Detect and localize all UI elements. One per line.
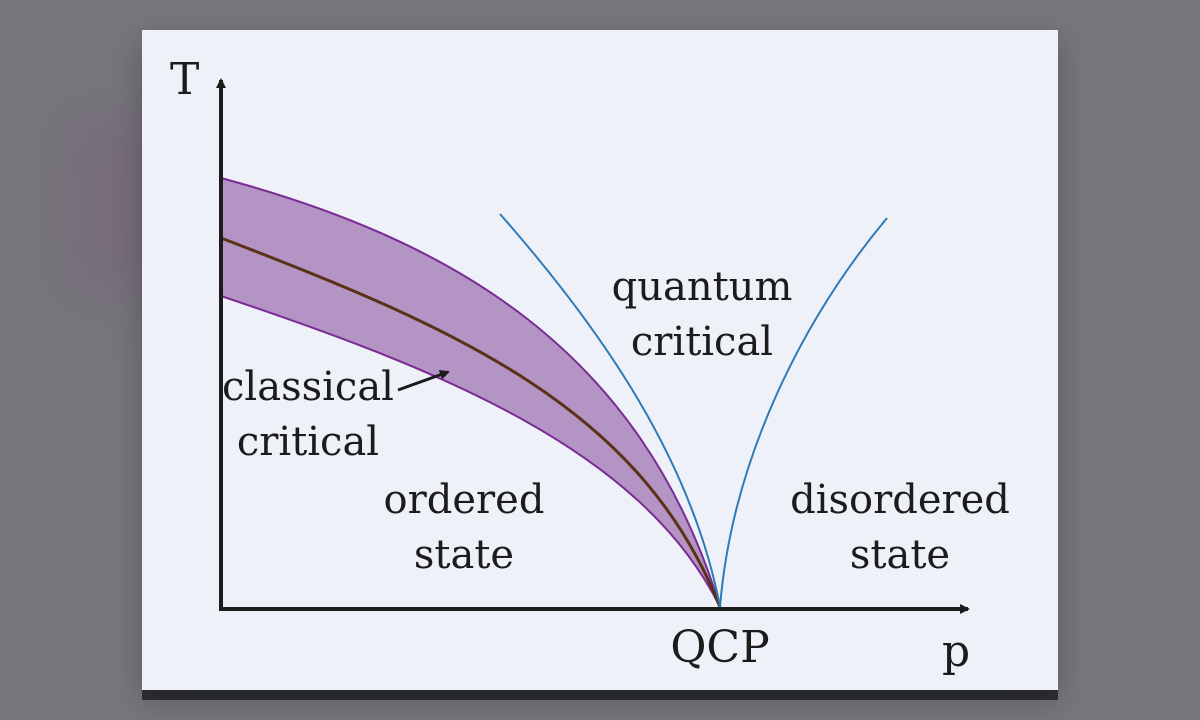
pressure-axis-label: p (942, 626, 970, 677)
temperature-axis-label: T (170, 54, 199, 105)
phase-diagram: T p QCP quantum critical classical criti… (170, 54, 1010, 677)
classical-critical-label-line2: critical (237, 419, 379, 465)
crossover-line-left (499, 213, 721, 608)
panel-shadow (142, 688, 1058, 700)
qcp-label: QCP (670, 622, 769, 673)
ordered-state-label-line2: state (414, 532, 514, 578)
disordered-state-label-line1: disordered (790, 477, 1010, 523)
classical-critical-arrow (397, 370, 450, 392)
quantum-critical-label-line1: quantum (612, 264, 793, 310)
disordered-state-label-line2: state (850, 532, 950, 578)
quantum-critical-label-line2: critical (631, 319, 773, 365)
band-lower-edge (220, 295, 721, 608)
ordered-state-label-line1: ordered (384, 477, 545, 523)
phase-boundary-line (220, 236, 722, 608)
band-upper-edge (220, 177, 721, 608)
crossover-line-right (719, 217, 888, 608)
classical-critical-label-line1: classical (222, 364, 394, 410)
phase-diagram-panel: T p QCP quantum critical classical criti… (142, 30, 1058, 690)
